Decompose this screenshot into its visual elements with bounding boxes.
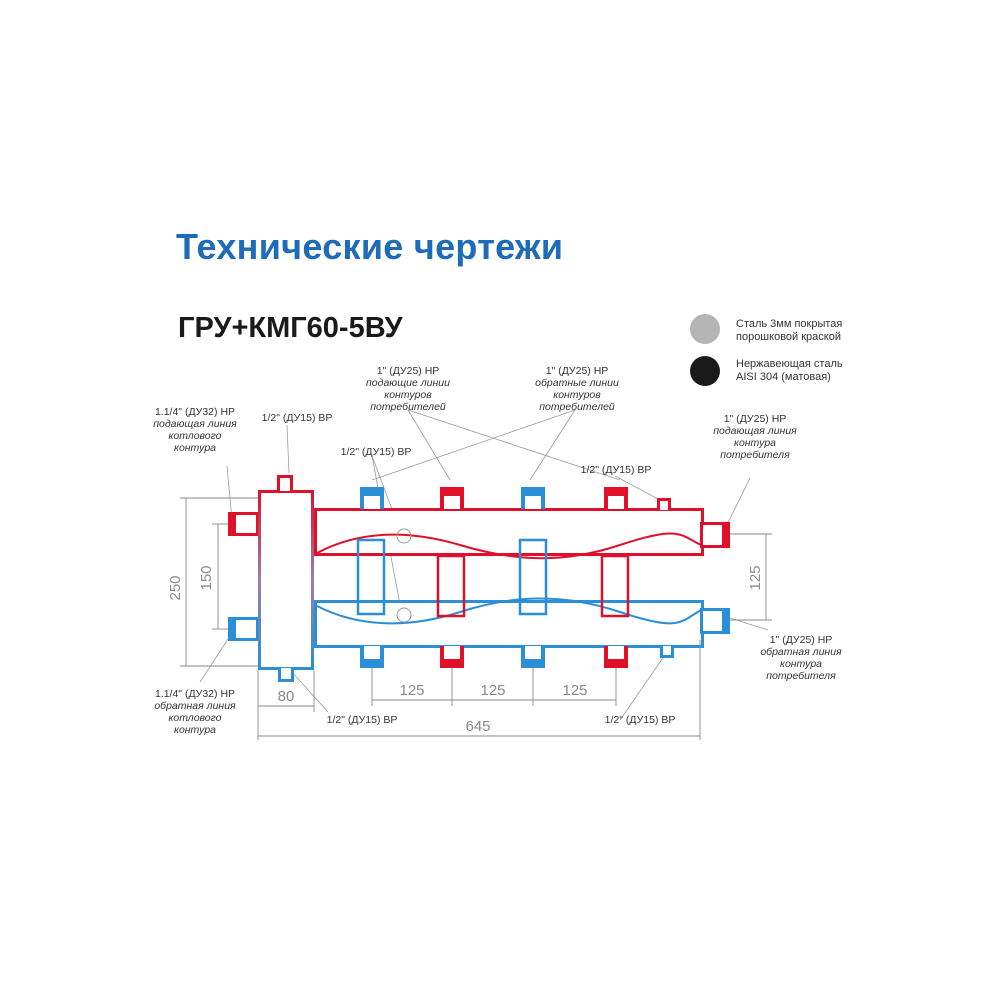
label-bottom-half-right: 1/2" (ДУ15) ВР (604, 714, 676, 726)
label-boiler-supply-line1: подающая линия (153, 418, 237, 430)
legend-item-stainless-line1: Нержавеющая сталь (736, 358, 843, 370)
label-consumers-supply-line2: контуров (384, 389, 432, 401)
legend-item-stainless-line2: AISI 304 (матовая) (736, 371, 831, 383)
label-boiler-return: 1.1/4" (ДУ32) НР обратная линия котловог… (140, 688, 250, 736)
label-boiler-supply-line2: котлового (168, 430, 222, 442)
label-boiler-supply-line3: контура (173, 442, 217, 454)
label-consumer-supply-right-line2: контура (733, 437, 777, 449)
legend-item-stainless: Нержавеющая сталь AISI 304 (матовая) (736, 358, 843, 384)
label-right-half-top: 1/2" (ДУ15) ВР (580, 464, 652, 476)
label-boiler-return-line1: обратная линия (154, 700, 236, 712)
label-consumer-supply-right-line1: подающая линия (713, 425, 797, 437)
dim-width-80: 80 (278, 688, 295, 705)
label-consumers-supply-line3: потребителей (370, 401, 446, 413)
label-top-vent-left: 1/2" (ДУ15) ВР (261, 412, 333, 424)
label-consumers-supply-head: 1" (ДУ25) НР (376, 365, 440, 377)
dimension-lines (180, 497, 772, 740)
legend-item-steel: Сталь 3мм покрытая порошковой краской (736, 318, 842, 344)
label-boiler-return-head: 1.1/4" (ДУ32) НР (154, 688, 236, 700)
boiler-supply-nipple (228, 512, 258, 536)
label-consumers-return-head: 1" (ДУ25) НР (545, 365, 609, 377)
top-outlets (360, 487, 671, 510)
connecting-tubes (356, 528, 630, 623)
label-consumer-return-right-line3: потребителя (766, 670, 836, 682)
label-consumers-return-line1: обратные линии (535, 377, 619, 389)
legend-black-swatch (690, 356, 720, 386)
dim-height-right: 125 (747, 565, 764, 590)
label-consumers-return: 1" (ДУ25) НР обратные линии контуров пот… (523, 365, 631, 413)
dim-spacing-2: 125 (480, 682, 505, 699)
hydraulic-separator (258, 475, 314, 682)
label-consumer-supply-right-line3: потребителя (720, 449, 790, 461)
dim-length-total: 645 (465, 718, 490, 735)
label-consumer-supply-right: 1" (ДУ25) НР подающая линия контура потр… (700, 413, 810, 461)
label-consumer-return-right-line1: обратная линия (760, 646, 842, 658)
bottom-outlets (360, 646, 674, 668)
model-name: ГРУ+КМГ60-5ВУ (178, 312, 403, 344)
label-center-half: 1/2" (ДУ15) ВР (340, 446, 412, 458)
dim-spacing-3: 125 (562, 682, 587, 699)
supply-manifold (314, 508, 730, 560)
label-consumer-return-right: 1" (ДУ25) НР обратная линия контура потр… (746, 634, 856, 682)
label-bottom-half-left: 1/2" (ДУ15) ВР (326, 714, 398, 726)
boiler-return-nipple (228, 617, 258, 641)
label-consumers-supply-line1: подающие линии (366, 377, 450, 389)
label-consumer-supply-right-head: 1" (ДУ25) НР (723, 413, 787, 425)
page-title: Технические чертежи (176, 226, 564, 267)
label-consumer-return-right-line2: контура (779, 658, 823, 670)
legend-item-steel-line2: порошковой краской (736, 331, 841, 343)
label-boiler-supply-head: 1.1/4" (ДУ32) НР (154, 406, 236, 418)
label-consumers-return-line3: потребителей (539, 401, 615, 413)
dim-height-total: 250 (167, 575, 184, 600)
dim-height-inner: 150 (198, 565, 215, 590)
label-consumers-supply: 1" (ДУ25) НР подающие линии контуров пот… (360, 365, 456, 413)
label-consumer-return-right-head: 1" (ДУ25) НР (769, 634, 833, 646)
dim-spacing-1: 125 (399, 682, 424, 699)
label-boiler-return-line3: контура (173, 724, 217, 736)
return-manifold (314, 597, 730, 648)
label-boiler-supply: 1.1/4" (ДУ32) НР подающая линия котловог… (140, 406, 250, 454)
legend-gray-swatch (690, 314, 720, 344)
legend-item-steel-line1: Сталь 3мм покрытая (736, 318, 843, 330)
label-consumers-return-line2: контуров (553, 389, 601, 401)
label-boiler-return-line2: котлового (168, 712, 222, 724)
